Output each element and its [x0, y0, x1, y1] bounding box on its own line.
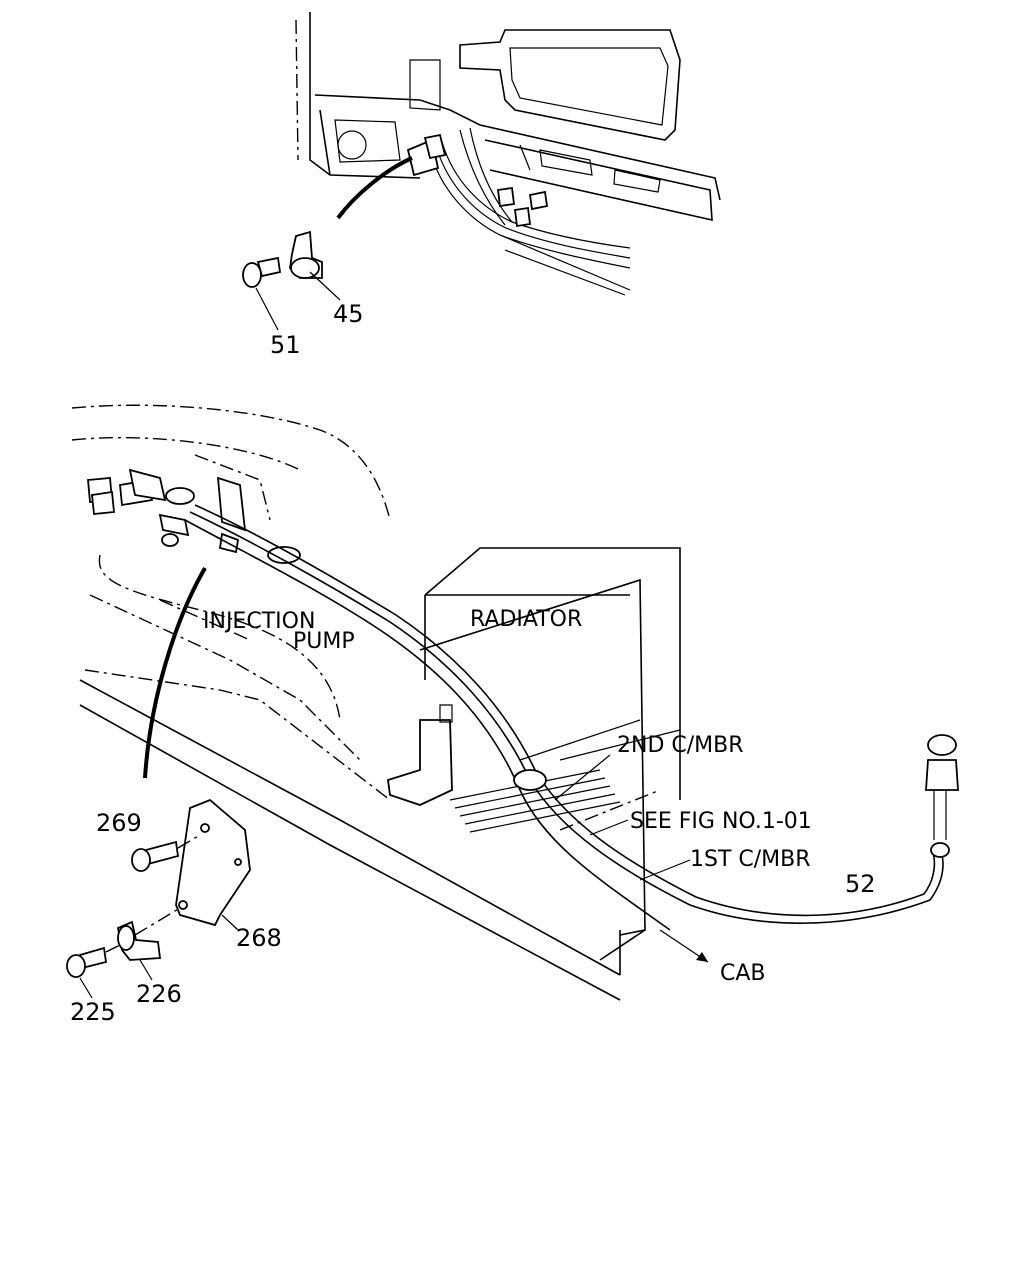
- top-detail-view: [295, 12, 721, 296]
- first-member-label: 1ST C/MBR: [690, 847, 811, 872]
- callout-45: 45: [333, 300, 364, 328]
- clip-226-part: [116, 907, 181, 981]
- second-member-label: 2ND C/MBR: [617, 733, 744, 758]
- bracket-268-part: [175, 798, 251, 931]
- see-fig-label: SEE FIG NO.1-01: [630, 809, 812, 834]
- callout-269: 269: [96, 809, 142, 837]
- radiator-label: RADIATOR: [470, 607, 582, 632]
- callout-226: 226: [136, 980, 182, 1008]
- cable-52: [184, 504, 959, 931]
- injection-label: INJECTION: [203, 609, 315, 634]
- bolt-51-part: [242, 256, 282, 331]
- injection-pump-linkage: [87, 468, 301, 564]
- callout-225: 225: [70, 998, 116, 1026]
- pump-label: PUMP: [293, 629, 355, 654]
- callout-52: 52: [845, 870, 876, 898]
- bolt-225-part: [66, 943, 123, 999]
- bolt-269-part: [131, 834, 201, 872]
- cab-label: CAB: [720, 961, 766, 986]
- callout-51: 51: [270, 331, 301, 359]
- callout-268: 268: [236, 924, 282, 952]
- clip-45-part: [289, 230, 341, 301]
- main-assembly-view: RADIATOR: [71, 404, 959, 1001]
